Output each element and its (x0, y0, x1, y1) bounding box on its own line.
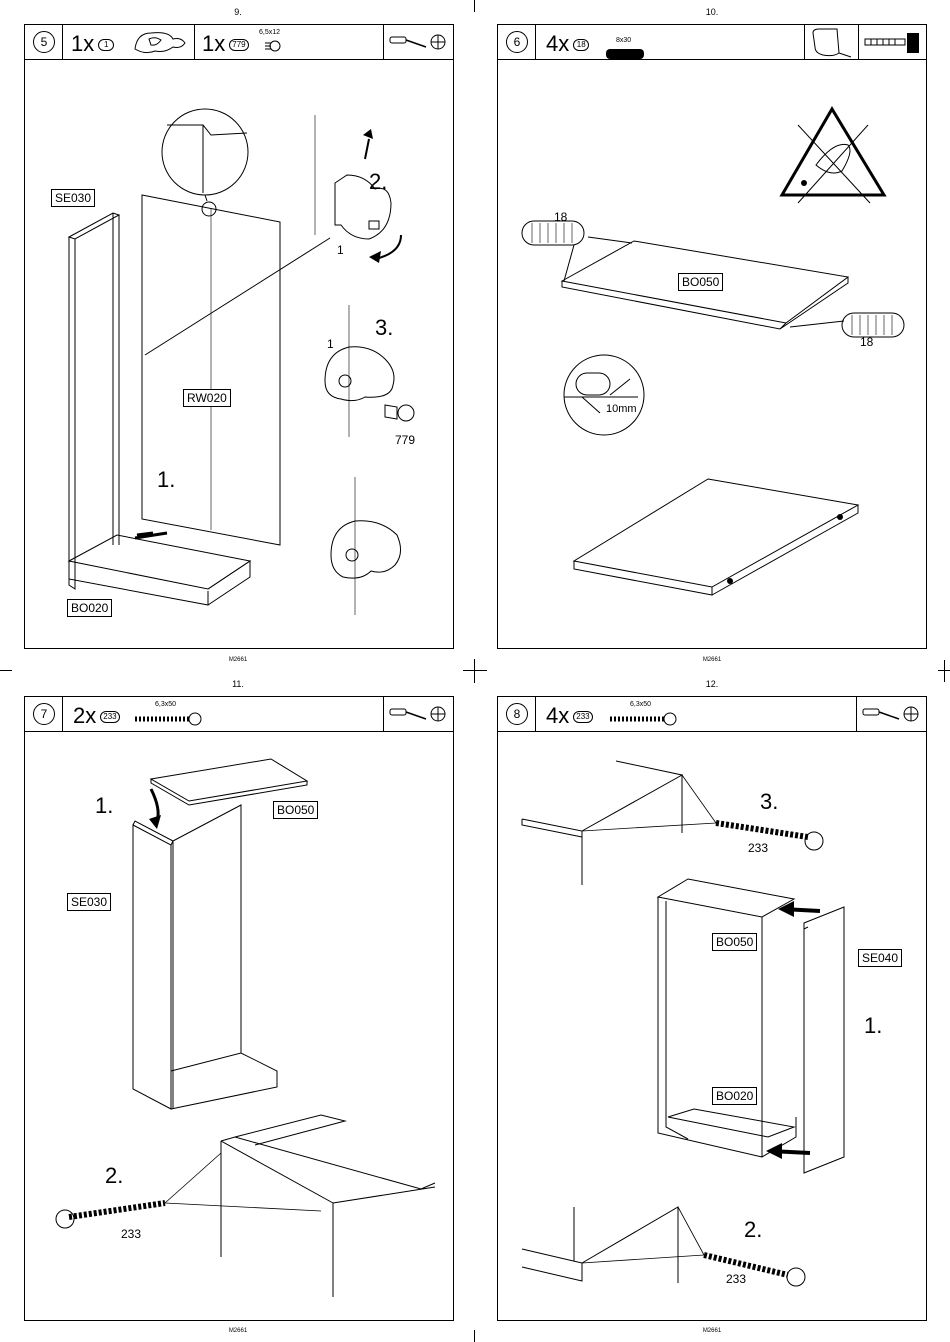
sub-step-1: 1. (157, 467, 175, 493)
callout-part: 1 (327, 337, 334, 351)
page-number: 11. (208, 679, 268, 689)
callout-screw: 779 (395, 433, 415, 447)
crop-mark (474, 0, 475, 12)
crop-mark (463, 670, 487, 671)
part-label-bottom: BO020 (67, 599, 112, 617)
part-label-top: BO050 (273, 801, 318, 819)
sub-step-2: 2. (744, 1217, 762, 1243)
sub-step-1: 1. (864, 1013, 882, 1039)
document-id: M2661 (208, 1328, 268, 1334)
assembly-drawing (25, 697, 453, 1320)
page-number: 12. (682, 679, 742, 689)
part-label-back: RW020 (183, 389, 231, 407)
sub-step-3: 3. (375, 315, 393, 341)
part-label-side: SE030 (51, 189, 95, 207)
callout-depth: 10mm (606, 403, 637, 415)
crop-mark (474, 1330, 475, 1342)
part-label-side: SE040 (858, 949, 902, 967)
assembly-drawing (498, 697, 926, 1320)
part-label-shelf: BO050 (678, 273, 723, 291)
crop-mark (474, 659, 475, 683)
sub-step-1: 1. (95, 793, 113, 819)
crop-mark (0, 670, 12, 671)
callout-part: 1 (337, 243, 344, 257)
part-label-bottom: BO020 (712, 1087, 757, 1105)
callout-dowel: 18 (860, 335, 873, 349)
part-label-side: SE030 (67, 893, 111, 911)
callout-dowel: 18 (554, 210, 567, 224)
document-id: M2661 (682, 657, 742, 663)
sub-step-2: 2. (369, 169, 387, 195)
document-id: M2661 (208, 657, 268, 663)
sub-step-3: 3. (760, 789, 778, 815)
document-id: M2661 (682, 1328, 742, 1334)
callout-screw: 233 (748, 841, 768, 855)
sub-step-2: 2. (105, 1163, 123, 1189)
part-label-top: BO050 (712, 933, 757, 951)
page-number: 10. (682, 7, 742, 17)
page-number: 9. (208, 7, 268, 17)
crop-mark (944, 660, 945, 682)
callout-screw: 233 (726, 1272, 746, 1286)
callout-screw: 233 (121, 1227, 141, 1241)
